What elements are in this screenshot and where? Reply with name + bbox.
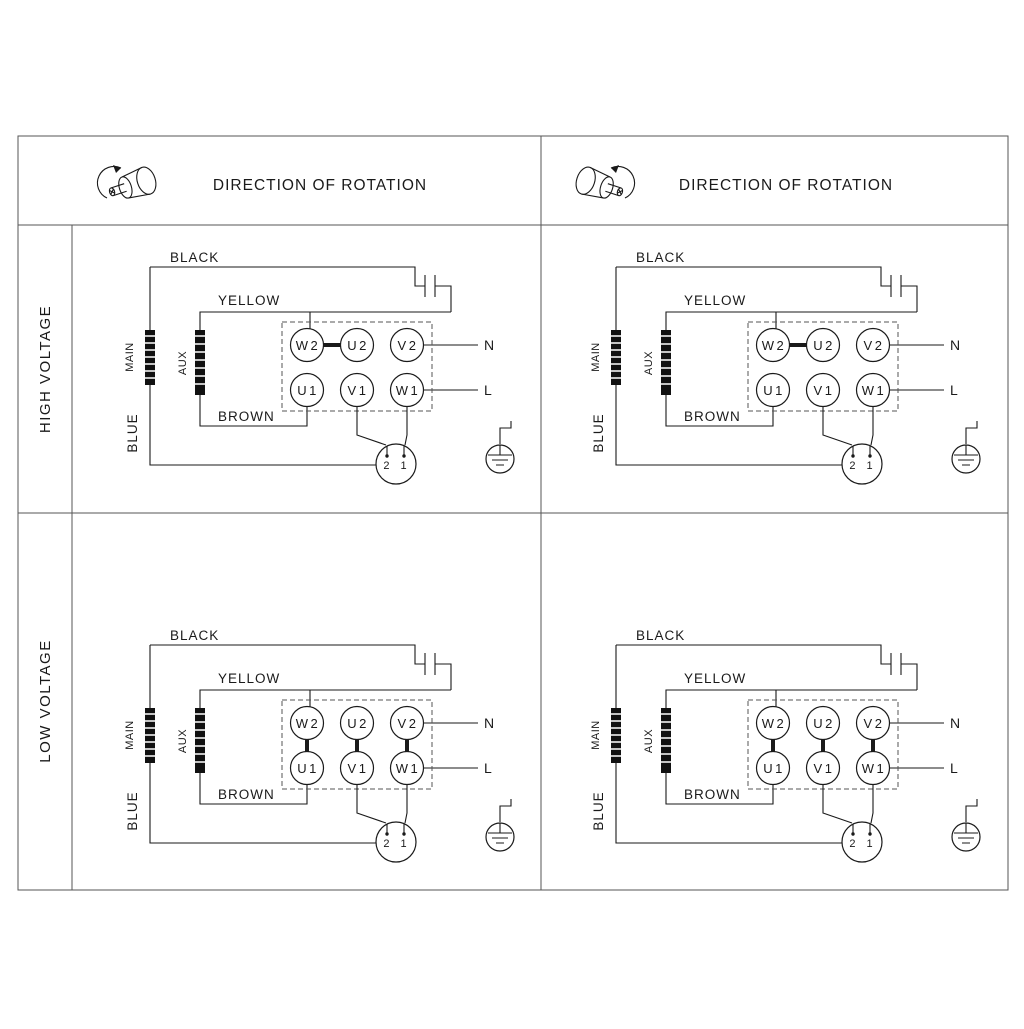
table-grid: [17, 135, 1009, 891]
header-left-cell: DIRECTION OF ROTATION: [97, 165, 427, 206]
quadrant-hv-left: [124, 250, 514, 484]
quadrant-lv-left: [124, 628, 514, 862]
header-right-cell: DIRECTION OF ROTATION: [573, 165, 893, 206]
motor-rotation-cw-icon: [573, 165, 635, 206]
quadrant-hv-right: [590, 250, 980, 484]
row-label-high-voltage: HIGH VOLTAGE: [37, 305, 54, 433]
header-right-title: DIRECTION OF ROTATION: [679, 177, 893, 194]
motor-rotation-ccw-icon: [97, 165, 159, 206]
quadrant-lv-right: [590, 628, 980, 862]
row-label-low-voltage: LOW VOLTAGE: [37, 639, 54, 762]
header-left-title: DIRECTION OF ROTATION: [213, 177, 427, 194]
